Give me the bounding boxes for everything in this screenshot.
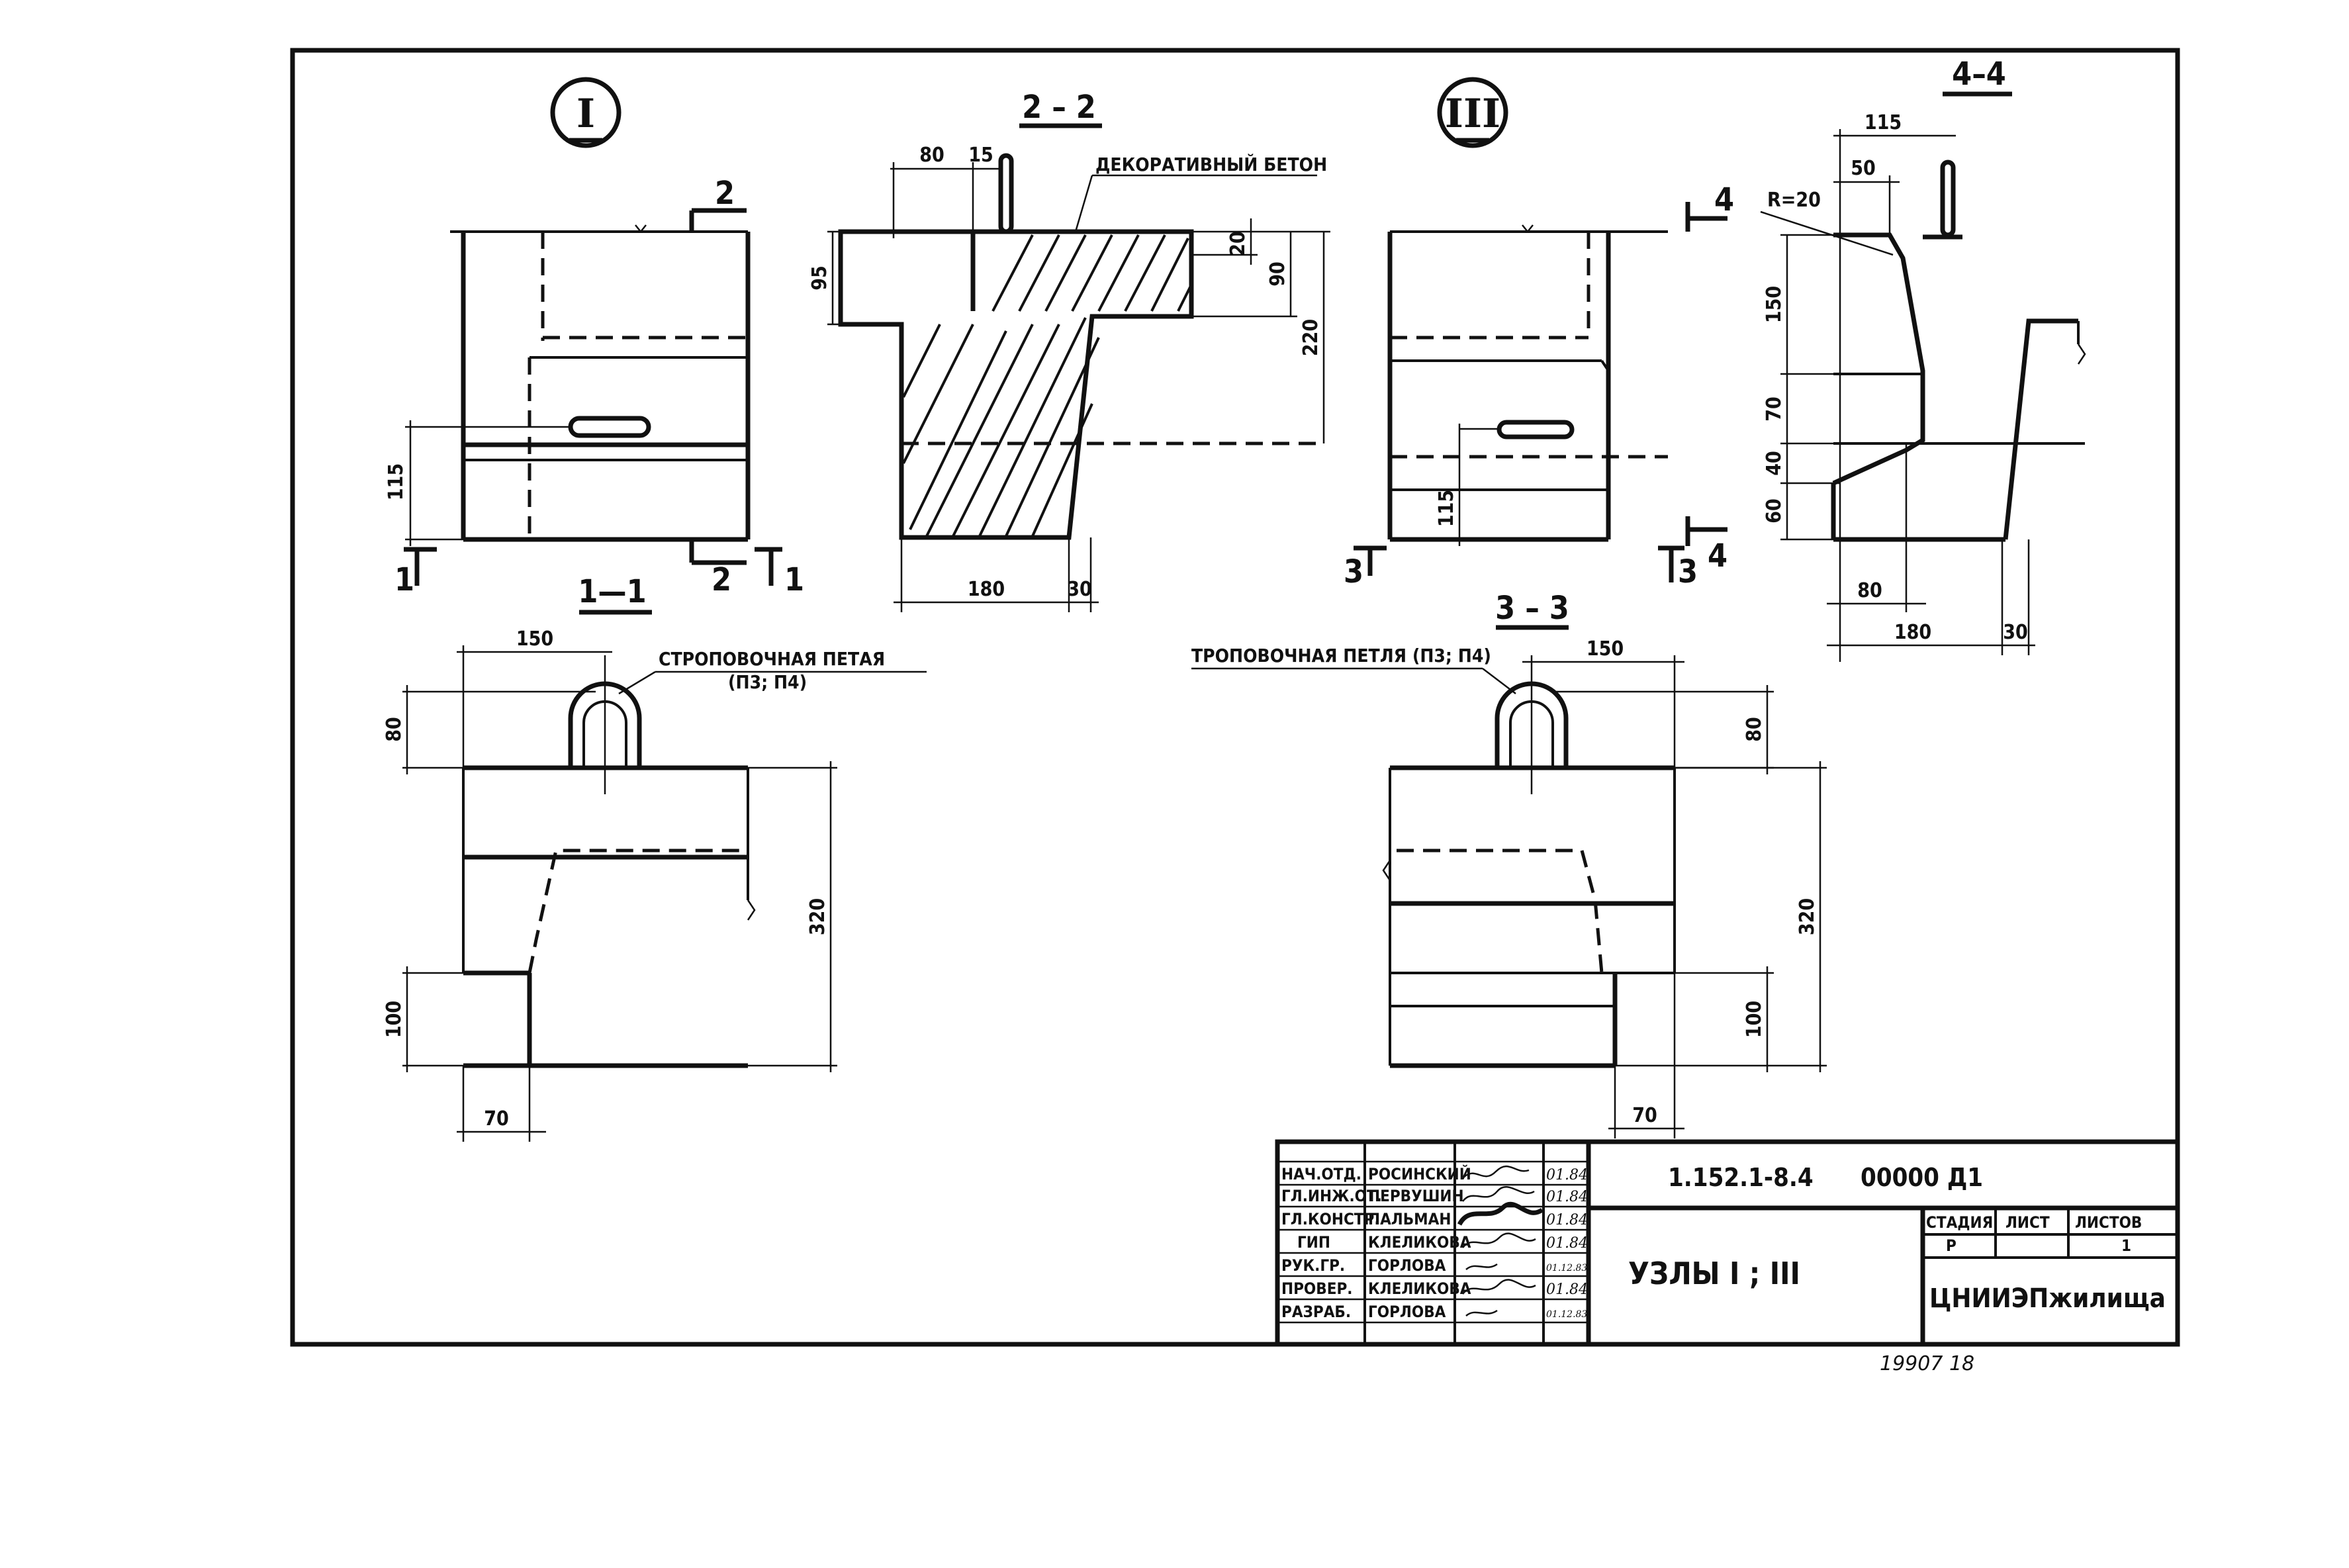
section-4-4-title: 4–4 <box>1952 56 2006 93</box>
s44-dim-70: 70 <box>1763 396 1786 422</box>
s22-dim-180: 180 <box>968 578 1005 601</box>
section-3-3-title: 3 – 3 <box>1495 590 1569 627</box>
tb-date-6: 01.12.83 <box>1546 1309 1587 1320</box>
s22-dim-95: 95 <box>808 265 831 291</box>
section-1-1: 1—1 СТРОПОВОЧНАЯ ПЕТАЯ (П3; П4) 150 80 3… <box>383 573 927 1142</box>
tb-role-5: ПРОВЕР. <box>1281 1279 1352 1298</box>
s11-dim-70: 70 <box>484 1107 509 1130</box>
node-iii-elevation: III 115 4 4 3 3 <box>1344 77 1734 590</box>
section-mark-4-bottom: 4 <box>1708 537 1727 575</box>
tb-stage: Р <box>1946 1236 1957 1255</box>
node-i-circle <box>550 77 622 148</box>
s44-dim-30: 30 <box>2003 621 2028 644</box>
s22-dim-20: 20 <box>1226 231 1250 256</box>
title-block: НАЧ.ОТД. ГЛ.ИНЖ.ОТ. ГЛ.КОНСТР. ГИП РУК.Г… <box>1275 1139 2180 1347</box>
label-lifting-loop-2: ТРОПОВОЧНАЯ ПЕТЛЯ (П3; П4) <box>1191 645 1491 667</box>
label-lifting-loop-1: СТРОПОВОЧНАЯ ПЕТАЯ <box>659 648 885 670</box>
section-1-1-title: 1—1 <box>578 573 646 610</box>
tb-name-5: КЛЕЛИКОВА <box>1368 1279 1471 1298</box>
s44-dim-60: 60 <box>1763 498 1786 524</box>
tb-date-5: 01.84 <box>1546 1281 1588 1298</box>
s11-dim-320: 320 <box>806 898 829 935</box>
s44-dim-150: 150 <box>1763 286 1786 323</box>
section-4-4: 4–4 115 50 R=20 150 70 40 60 80 <box>1760 56 2086 662</box>
section-3-3: 3 – 3 ТРОПОВОЧНАЯ ПЕТЛЯ (П3; П4) 150 80 … <box>1191 590 1827 1138</box>
section-mark-2-top: 2 <box>715 175 735 212</box>
s22-dim-30: 30 <box>1067 578 1092 601</box>
section-mark-1-right: 1 <box>784 561 804 598</box>
tb-name-2: ПАЛЬМАН <box>1368 1210 1451 1228</box>
tb-date-0: 01.84 <box>1546 1167 1588 1183</box>
s33-dim-80: 80 <box>1743 717 1766 742</box>
tb-date-3: 01.84 <box>1546 1235 1588 1252</box>
s44-dim-50: 50 <box>1851 157 1876 180</box>
s11-dim-100: 100 <box>383 1001 406 1038</box>
tb-date-2: 01.84 <box>1546 1212 1588 1228</box>
tb-sheet-header: ЛИСТ <box>2005 1213 2050 1232</box>
n1-dim-115: 115 <box>385 463 408 500</box>
s22-dim-90: 90 <box>1266 261 1289 287</box>
tb-date-1: 01.84 <box>1546 1189 1588 1205</box>
s11-dim-150: 150 <box>516 627 553 651</box>
section-2-2-title: 2 – 2 <box>1022 89 1096 126</box>
signature-4 <box>1465 1263 1498 1271</box>
n3-dim-115: 115 <box>1435 490 1458 527</box>
section-mark-1-left: 1 <box>394 561 414 598</box>
tb-sheets-header: ЛИСТОВ <box>2075 1213 2142 1232</box>
s33-dim-320: 320 <box>1796 898 1819 935</box>
s33-dim-150: 150 <box>1587 637 1624 661</box>
signature-6 <box>1465 1309 1498 1317</box>
s44-radius: R=20 <box>1767 189 1821 212</box>
s44-dim-180: 180 <box>1894 621 1931 644</box>
s33-dim-70: 70 <box>1632 1104 1657 1127</box>
signature-2 <box>1457 1201 1543 1226</box>
tb-organization: ЦНИИЭПжилища <box>1929 1283 2166 1314</box>
tb-role-2: ГЛ.КОНСТР. <box>1281 1210 1380 1228</box>
node-i-label: I <box>576 91 595 137</box>
node-iii-circle <box>1437 77 1508 148</box>
section-mark-4-top: 4 <box>1714 181 1734 218</box>
sheet-frame <box>290 48 2180 1347</box>
tb-role-4: РУК.ГР. <box>1281 1256 1345 1275</box>
tb-name-4: ГОРЛОВА <box>1368 1256 1446 1275</box>
section-mark-3-right: 3 <box>1678 553 1698 590</box>
signature-3 <box>1462 1232 1536 1248</box>
s22-dim-80: 80 <box>919 144 944 167</box>
label-lifting-loop-1-marks: (П3; П4) <box>728 671 807 693</box>
signature-1 <box>1462 1186 1535 1202</box>
label-decorative-concrete: ДЕКОРАТИВНЫЙ БЕТОН <box>1095 153 1327 175</box>
tb-stage-header: СТАДИЯ <box>1926 1213 1993 1232</box>
tb-role-6: РАЗРАБ. <box>1281 1303 1351 1321</box>
s22-dim-220: 220 <box>1299 319 1322 356</box>
tb-role-3: ГИП <box>1297 1233 1330 1252</box>
tb-name-3: КЛЕЛИКОВА <box>1368 1233 1471 1252</box>
inventory-stamp: 19907 18 <box>1880 1352 1974 1375</box>
signature-5 <box>1462 1279 1536 1295</box>
s44-dim-115: 115 <box>1865 111 1902 134</box>
tb-title: УЗЛЫ I ; III <box>1628 1256 1800 1291</box>
tb-name-0: РОСИНСКИЙ <box>1368 1164 1471 1183</box>
section-mark-3-left: 3 <box>1344 553 1363 590</box>
tb-document-code: 1.152.1-8.4 00000 Д1 <box>1668 1163 1983 1192</box>
section-mark-2-bottom: 2 <box>712 561 731 598</box>
s11-dim-80: 80 <box>383 717 406 742</box>
tb-date-4: 01.12.83 <box>1546 1263 1587 1273</box>
signature-0 <box>1462 1165 1530 1179</box>
s33-dim-100: 100 <box>1743 1001 1766 1038</box>
node-i-elevation: I 115 2 2 1 1 <box>385 77 804 598</box>
tb-sheets: 1 <box>2121 1236 2131 1255</box>
section-2-2-hatch <box>902 234 1193 537</box>
s22-dim-15: 15 <box>968 144 993 167</box>
tb-role-1: ГЛ.ИНЖ.ОТ. <box>1281 1187 1382 1205</box>
section-2-2-profile <box>838 229 1194 540</box>
section-2-2: 2 – 2 ДЕКОРАТИ <box>808 89 1330 612</box>
s44-dim-80: 80 <box>1857 579 1882 602</box>
tb-name-1: ПЕРВУШИН <box>1368 1187 1464 1205</box>
tb-name-6: ГОРЛОВА <box>1368 1303 1446 1321</box>
tb-role-0: НАЧ.ОТД. <box>1281 1165 1361 1183</box>
s44-dim-40: 40 <box>1763 451 1786 476</box>
node-iii-label: III <box>1445 91 1500 137</box>
